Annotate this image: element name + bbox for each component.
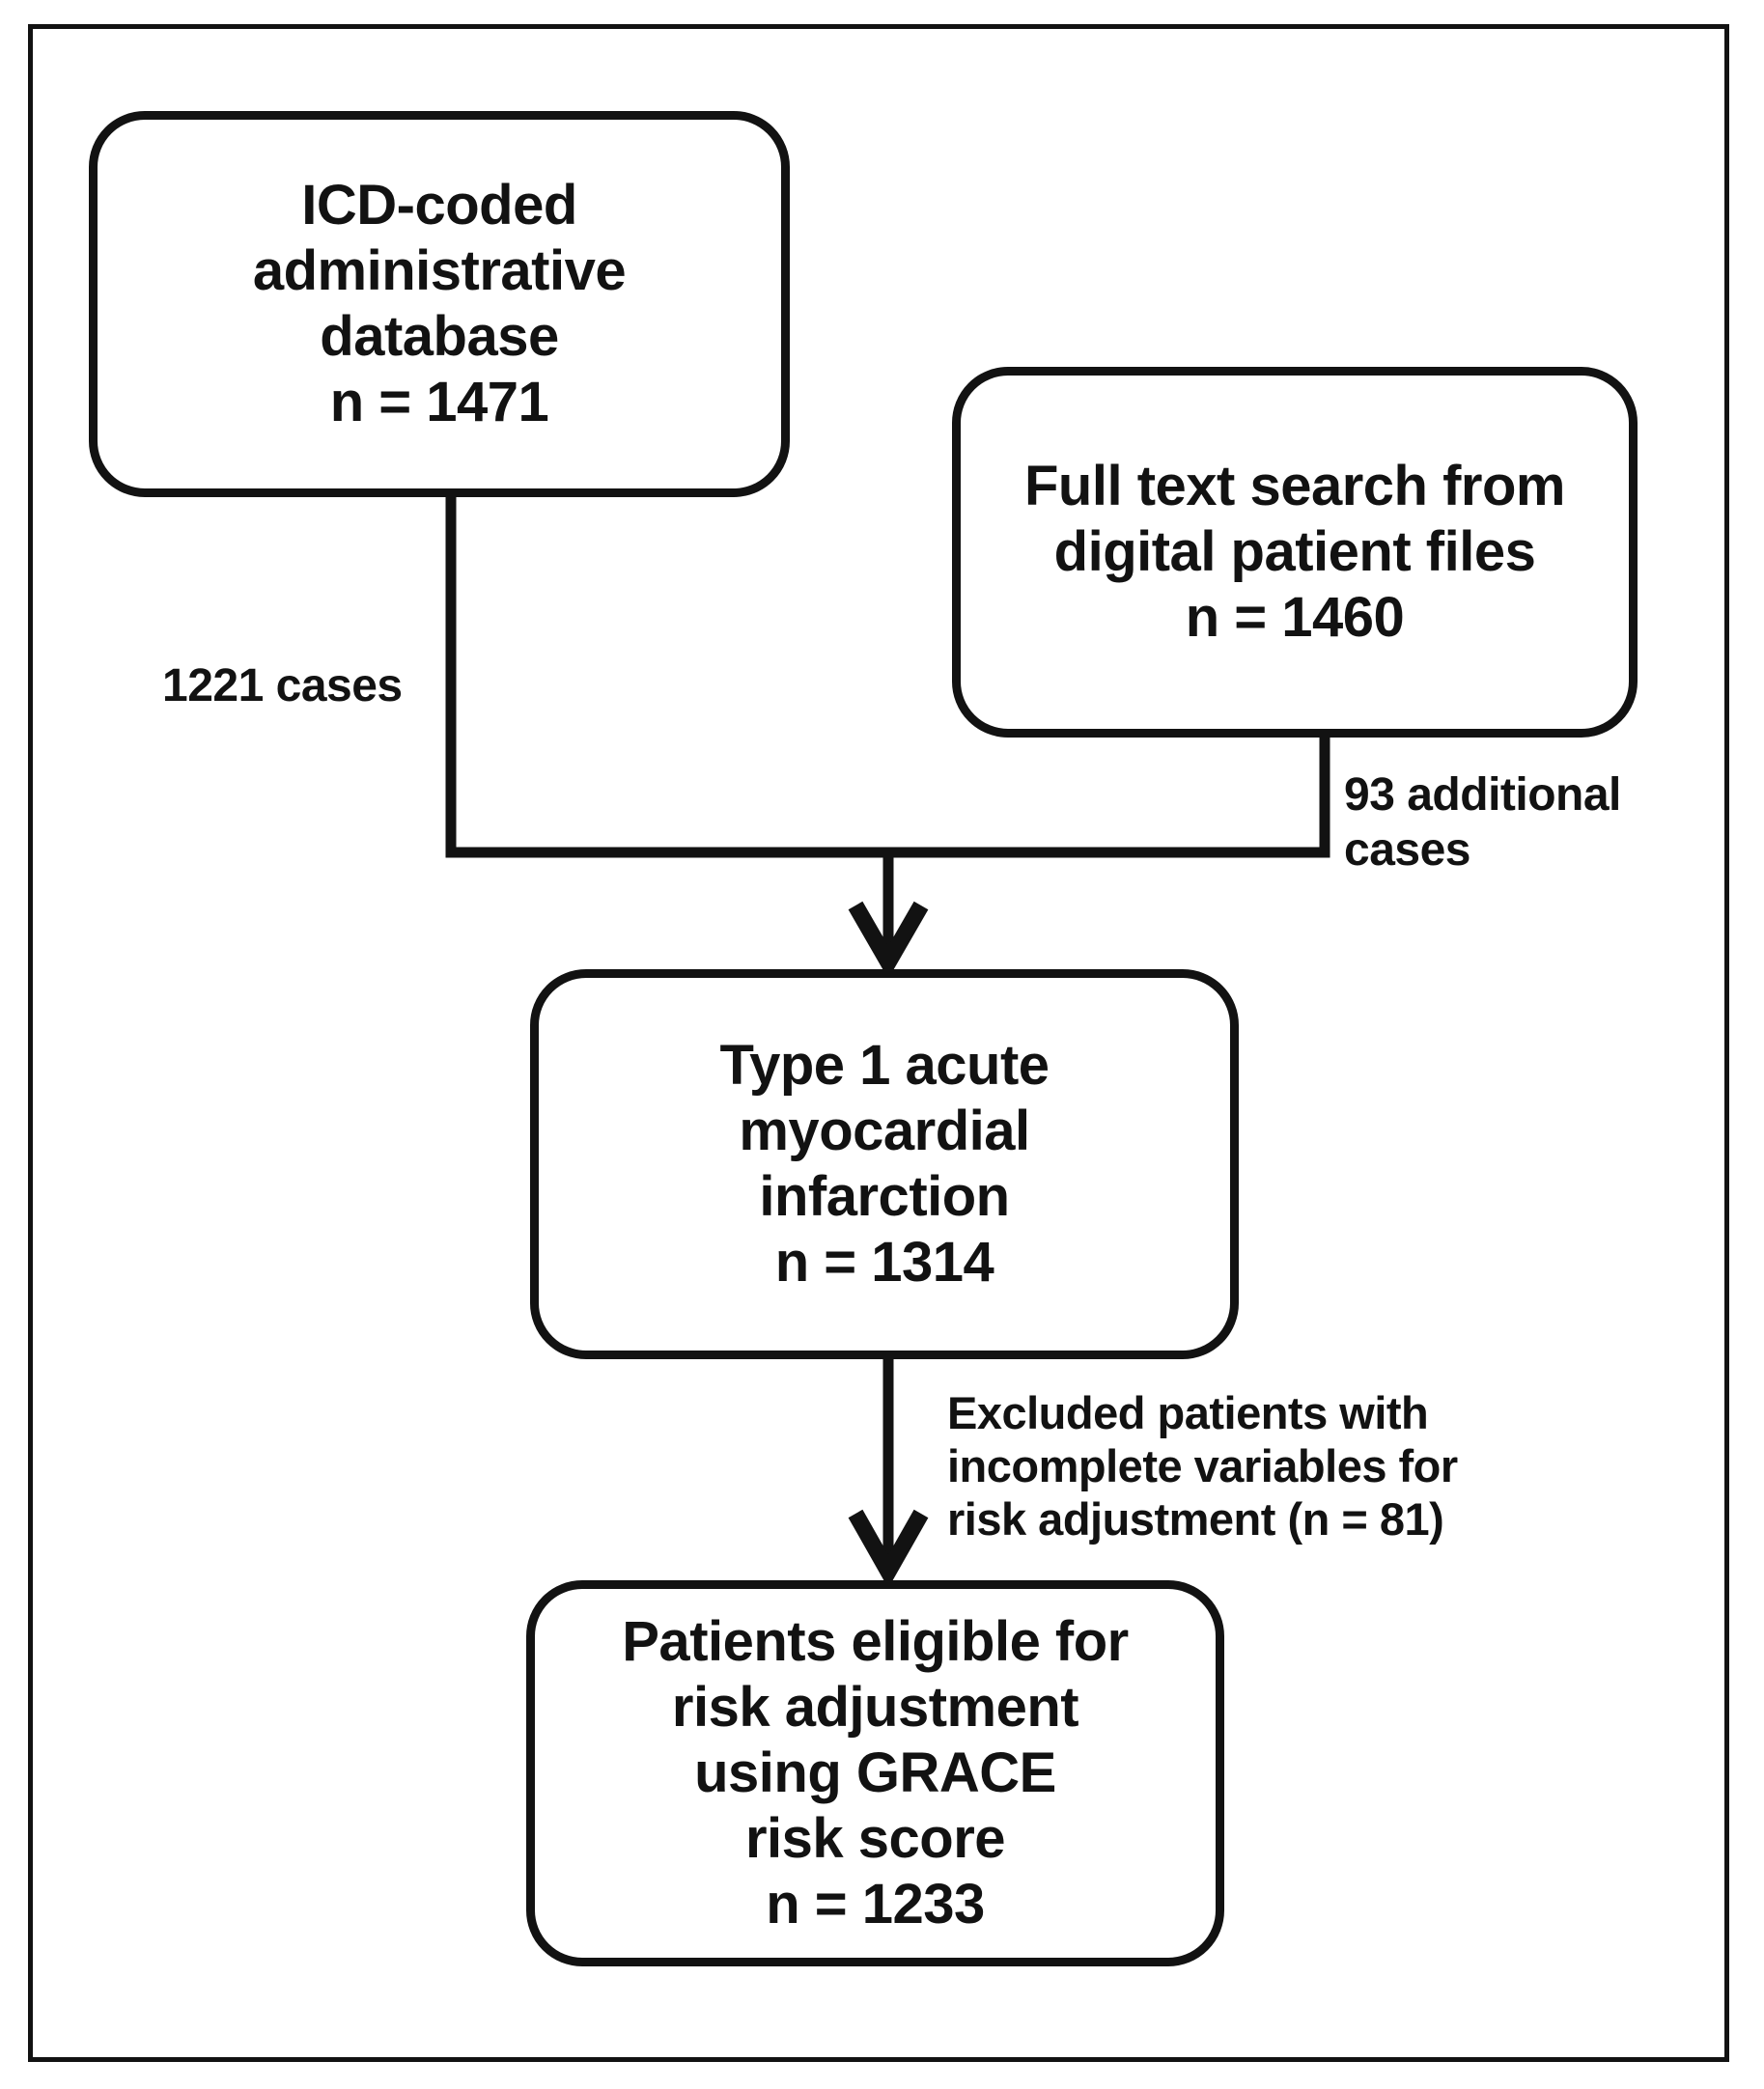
node-count-line: n = 1233 [766, 1873, 985, 1936]
node-full-text-search: Full text search from digital patient fi… [952, 367, 1638, 738]
node-text-line: Patients eligible for [622, 1610, 1129, 1673]
node-text-line: ICD-coded [301, 174, 577, 237]
edge-label-excluded-patients: Excluded patients with incomplete variab… [947, 1386, 1458, 1546]
node-text-line: risk adjustment [671, 1676, 1079, 1739]
arrow-merge-to-ami-head [848, 901, 929, 980]
node-text-line: risk score [744, 1807, 1006, 1870]
node-count-line: n = 1460 [1185, 586, 1405, 649]
node-text-line: administrative [252, 239, 627, 302]
figure-border [28, 24, 1729, 2062]
node-text-line: using GRACE [694, 1741, 1056, 1804]
node-grace-eligible: Patients eligible for risk adjustment us… [526, 1580, 1224, 1966]
node-count-line: n = 1314 [774, 1231, 994, 1294]
edge-label-line: 93 additional [1344, 769, 1621, 821]
node-text-line: Type 1 acute [719, 1034, 1050, 1097]
edge-label-line: incomplete variables for [947, 1440, 1458, 1491]
node-text-line: database [320, 305, 559, 368]
node-text-line: digital patient files [1053, 520, 1536, 583]
edge-label-line: Excluded patients with [947, 1387, 1429, 1438]
edge-label-93-additional-cases: 93 additional cases [1344, 767, 1621, 877]
node-type1-ami: Type 1 acute myocardial infarction n = 1… [530, 969, 1239, 1359]
edge-label-line: cases [1344, 824, 1470, 876]
node-text-line: infarction [759, 1165, 1010, 1228]
node-text-line: Full text search from [1024, 455, 1565, 517]
arrow-ami-to-eligible-head [848, 1509, 929, 1589]
node-icd-database: ICD-coded administrative database n = 14… [89, 111, 790, 497]
node-text-line: myocardial [739, 1100, 1030, 1162]
edge-label-1221-cases: 1221 cases [162, 658, 403, 713]
edge-label-line: risk adjustment (n = 81) [947, 1493, 1444, 1545]
node-count-line: n = 1471 [329, 371, 549, 433]
edge-label-line: 1221 cases [162, 660, 403, 711]
